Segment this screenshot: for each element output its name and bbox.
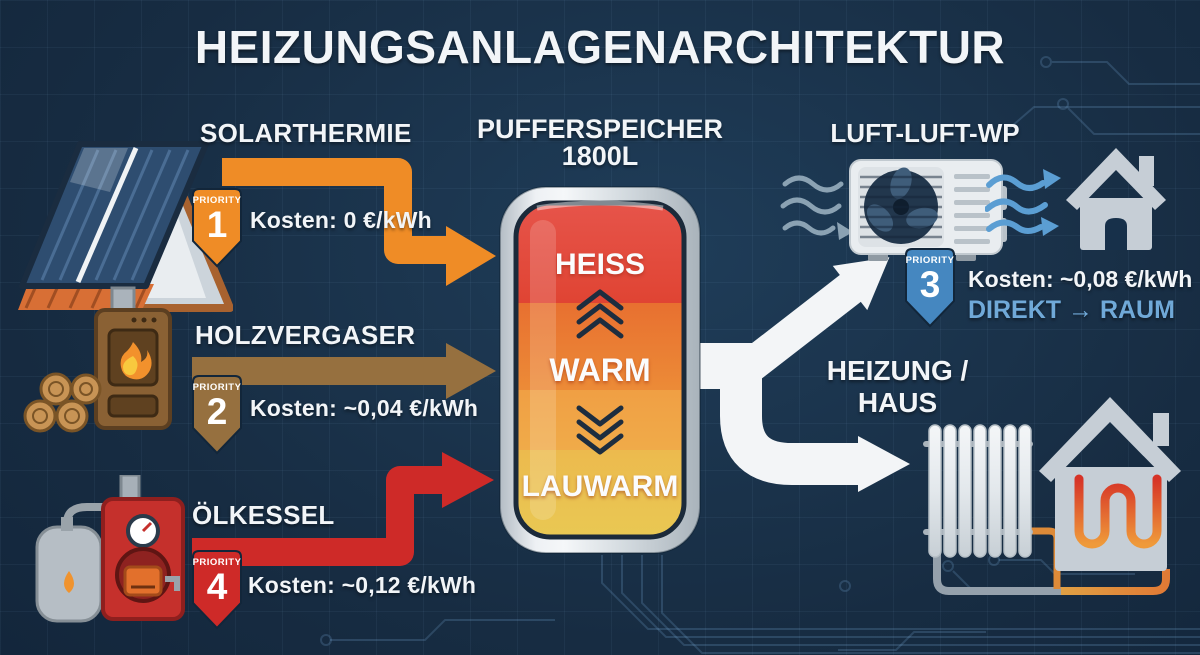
oil-cost: Kosten: ~0,12 €/kWh: [248, 572, 477, 598]
solar-cost: Kosten: 0 €/kWh: [250, 207, 432, 233]
priority-number: 1: [206, 204, 228, 245]
zone-label-warm: WARM: [549, 352, 651, 388]
priority-label: PRIORITY: [192, 382, 242, 393]
oelkessel-label: ÖLKESSEL: [192, 500, 335, 530]
buffer-tank: HEISS WARM LAUWARM: [497, 184, 703, 556]
buffer-tank-title-line1: PUFFERSPEICHER: [476, 114, 724, 144]
priority-badge-wood: PRIORITY 2: [192, 375, 242, 455]
priority-badge-solar: PRIORITY 1: [192, 188, 242, 268]
heat-pump-icon: [849, 159, 1007, 261]
priority-badge-heatpump: PRIORITY 3: [905, 248, 955, 328]
wood-flow-arrowhead: [446, 343, 496, 399]
holzvergaser-label: HOLZVERGASER: [195, 320, 416, 350]
radiator-icon: [923, 424, 1033, 558]
priority-label: PRIORITY: [192, 195, 242, 206]
priority-label: PRIORITY: [905, 255, 955, 266]
heated-house-icon: [1039, 397, 1181, 571]
warm-pipe: [1061, 569, 1170, 595]
heatpump-cost: Kosten: ~0,08 €/kWh: [968, 266, 1193, 292]
buffer-tank-title-line2: 1800L: [561, 141, 639, 171]
oil-boiler-icon: [35, 475, 185, 623]
priority-number: 3: [919, 264, 941, 305]
chevron-down-icon: [576, 405, 624, 455]
wood-cost: Kosten: ~0,04 €/kWh: [250, 395, 479, 421]
zone-label-lukewarm: LAUWARM: [521, 470, 679, 503]
air-intake-arrows-icon: [780, 175, 853, 240]
solar-roof-icon: [18, 141, 233, 312]
zone-label-hot: HEISS: [554, 248, 646, 281]
solar-flow-arrowhead: [446, 226, 496, 286]
priority-number: 2: [206, 391, 228, 432]
priority-number: 4: [206, 566, 228, 607]
heizung-haus-label: HEIZUNG / HAUS: [826, 355, 969, 418]
air-output-arrows-icon: [985, 169, 1061, 236]
house-icon: [1066, 148, 1166, 250]
radiator-pipe: [933, 553, 1061, 595]
solarthermie-label: SOLARTHERMIE: [200, 118, 412, 148]
heating-distribution-icons: [923, 397, 1181, 595]
wood-gasifier-icon: [23, 286, 172, 433]
heatpump-mode: DIREKT → RAUM: [968, 296, 1175, 324]
buffer-tank-title: PUFFERSPEICHER 1800L: [455, 116, 745, 170]
buffer-tank-body: [499, 186, 701, 554]
priority-badge-oil: PRIORITY 4: [192, 550, 242, 630]
floor-heating-coil: [1074, 474, 1162, 549]
chevron-up-icon: [576, 289, 624, 339]
oil-flow-arrowhead: [442, 452, 494, 508]
luft-luft-wp-label: LUFT-LUFT-WP: [830, 118, 1020, 148]
page-title: HEIZUNGSANLAGENARCHITEKTUR: [194, 21, 1006, 73]
